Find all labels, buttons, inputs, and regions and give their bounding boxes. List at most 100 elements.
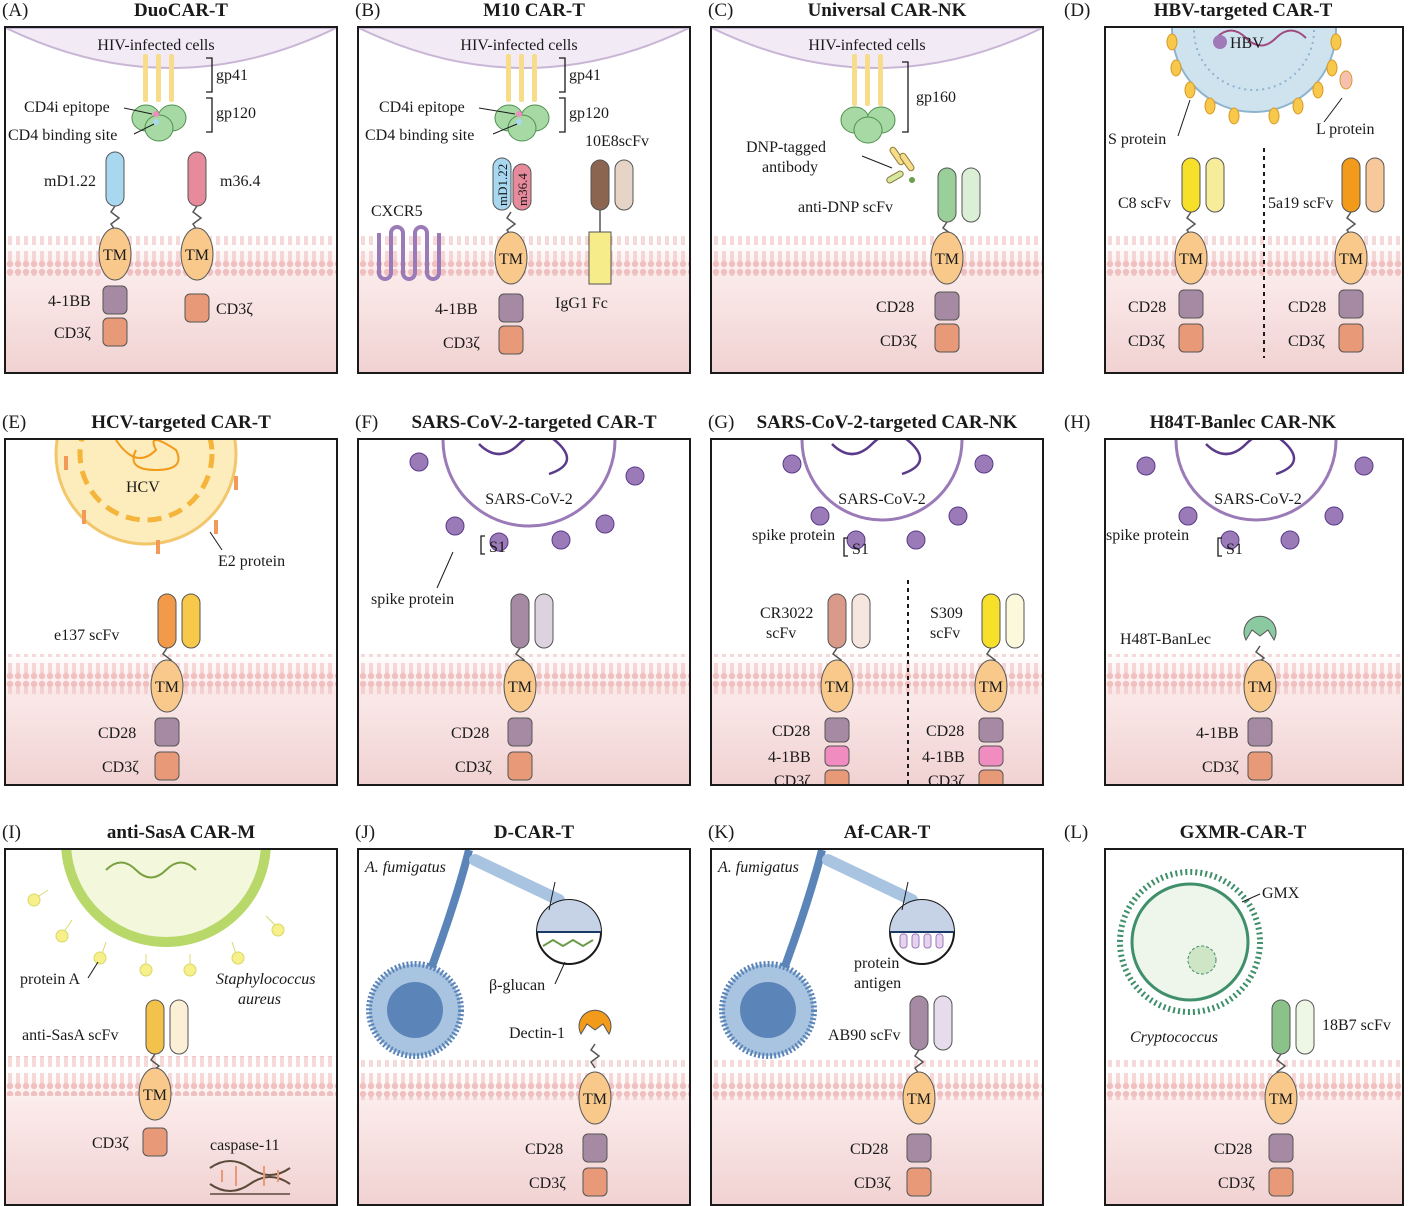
- cd3z-label: CD3ζ: [774, 773, 811, 784]
- panel-l: (L) GXMR-CAR-T GMX Cryptococcus 18B7 scF…: [1064, 822, 1404, 1206]
- hiv-cell-membrane: [6, 28, 336, 69]
- scfv2-label-line1: S309: [930, 605, 963, 622]
- panel-letter: (J): [355, 822, 376, 843]
- antigen-label-line2: antigen: [854, 975, 901, 992]
- spike-label: spike protein: [371, 591, 454, 608]
- caspase-label: caspase-11: [210, 1137, 280, 1154]
- fungus-label: A. fumigatus: [717, 859, 799, 876]
- virus-label: SARS-CoV-2: [838, 491, 925, 508]
- l-protein-label: L protein: [1316, 121, 1375, 138]
- panel-title: SARS-CoV-2-targeted CAR-T: [411, 412, 657, 433]
- target-label: HIV-infected cells: [460, 37, 577, 54]
- scfv1-label: C8 scFv: [1118, 195, 1171, 212]
- cd28-label: CD28: [926, 723, 964, 740]
- cd3z-label: CD3ζ: [443, 335, 480, 352]
- scfv2-label-line2: scFv: [930, 625, 960, 642]
- md122-label: mD1.22: [495, 164, 510, 206]
- gmx-label: GMX: [1262, 885, 1300, 902]
- virus-label: SARS-CoV-2: [1214, 491, 1301, 508]
- panel-e-diagram: HCV E2 protein e137 scFv TM CD28 CD3ζ: [6, 440, 336, 781]
- sars-cov-2-virion: [441, 440, 617, 528]
- cd3z-label: CD3ζ: [1218, 1175, 1255, 1192]
- cd4bs-label: CD4 binding site: [365, 127, 474, 144]
- target-label: HIV-infected cells: [808, 37, 925, 54]
- virus-label: HBV: [1230, 35, 1264, 52]
- hbv-virion: [1171, 28, 1337, 113]
- scfv-label: e137 scFv: [54, 627, 119, 644]
- cd28-label: CD28: [451, 725, 489, 742]
- cd28-label: CD28: [1288, 299, 1326, 316]
- tm-label: TM: [907, 1091, 931, 1108]
- panel-letter: (F): [355, 412, 379, 433]
- hcv-virion: [54, 440, 238, 546]
- panel-title: GXMR-CAR-T: [1179, 822, 1307, 843]
- panel-title: Universal CAR-NK: [807, 0, 967, 21]
- panel-b: (B) M10 CAR-T HIV-infected cells gp41 gp…: [355, 0, 693, 375]
- m364-domain: [512, 163, 532, 211]
- s-protein-label: S protein: [1108, 131, 1166, 148]
- panel-f: (F) SARS-CoV-2-targeted CAR-T SARS-CoV-2…: [355, 412, 693, 787]
- panel-letter: (I): [2, 822, 21, 843]
- fungus-label: A. fumigatus: [364, 859, 446, 876]
- panel-frame: HIV-infected cells gp160 DNP-tagged anti…: [710, 26, 1044, 374]
- panel-letter: (A): [2, 0, 29, 21]
- panel-k: (K) Af-CAR-T A. fumigatus protein antige…: [708, 822, 1046, 1206]
- cd4bs-label: CD4 binding site: [8, 127, 117, 144]
- cd3z-label: CD3ζ: [1288, 333, 1325, 350]
- panel-g-diagram: SARS-CoV-2 S1 spike protein CR3022 scFv …: [712, 440, 1042, 784]
- 41bb-label: 4-1BB: [48, 293, 91, 310]
- panel-title: H84T-Banlec CAR-NK: [1149, 412, 1337, 433]
- cd4i-label: CD4i epitope: [379, 99, 465, 116]
- tm-label: TM: [935, 251, 959, 268]
- scfv2-label: 5a19 scFv: [1268, 195, 1333, 212]
- 41bb-label: 4-1BB: [1196, 725, 1239, 742]
- gxm-capsule: [1117, 869, 1263, 1015]
- cd3z-domain: [102, 317, 128, 347]
- scfv-label: anti-DNP scFv: [798, 199, 893, 216]
- banlec-label: H48T-BanLec: [1120, 631, 1211, 648]
- panel-title: anti-SasA CAR-M: [106, 822, 256, 843]
- dnp-label-line1: DNP-tagged: [746, 139, 826, 156]
- panel-c: (C) Universal CAR-NK HIV-infected cells …: [708, 0, 1046, 375]
- antigen-label-line1: protein: [854, 955, 899, 972]
- cd28-label: CD28: [525, 1141, 563, 1158]
- panel-e: (E) HCV-targeted CAR-T HCV E2 protein e1…: [2, 412, 340, 787]
- tm-label: TM: [185, 247, 209, 264]
- cd28-label: CD28: [850, 1141, 888, 1158]
- tm-label: TM: [499, 251, 523, 268]
- cxcr5-receptor: [377, 225, 441, 281]
- scfv-label: AB90 scFv: [828, 1027, 900, 1044]
- 41bb-label: 4-1BB: [768, 749, 811, 766]
- dna-icon: [209, 1160, 291, 1195]
- tm-label: TM: [1269, 1091, 1293, 1108]
- scfv-label: 18B7 scFv: [1322, 1017, 1391, 1034]
- panel-frame: SARS-CoV-2 S1 spike protein TM CD28 CD3ζ: [357, 438, 691, 786]
- panel-k-diagram: A. fumigatus protein antigen AB90 scFv T…: [712, 850, 1042, 1197]
- panel-j: (J) D-CAR-T A. fumigatus β-glucan Dectin…: [355, 822, 693, 1206]
- igg1-fc: [588, 231, 612, 285]
- dectin-label: Dectin-1: [509, 1025, 565, 1042]
- panel-title: HBV-targeted CAR-T: [1153, 0, 1333, 21]
- panel-a-diagram: HIV-infected cells gp41 gp120 CD4i epito…: [6, 28, 336, 347]
- cd28-label: CD28: [772, 723, 810, 740]
- panel-title: HCV-targeted CAR-T: [91, 412, 271, 433]
- panel-letter: (G): [708, 412, 735, 433]
- cxcr5-label: CXCR5: [371, 203, 423, 220]
- beta-glucan-label: β-glucan: [489, 977, 545, 994]
- e2-protein-label: E2 protein: [218, 553, 285, 570]
- staph-bacterium: [61, 850, 271, 947]
- gp41-label: gp41: [216, 67, 248, 84]
- gp41-label: gp41: [569, 67, 601, 84]
- s1-label: S1: [852, 541, 869, 558]
- cd28-label: CD28: [1128, 299, 1166, 316]
- m364-domain: [187, 151, 207, 207]
- panel-letter: (L): [1064, 822, 1089, 843]
- cd3z-label: CD3ζ: [1202, 759, 1239, 776]
- panel-d: (D) HBV-targeted CAR-T HBV S protein L p…: [1064, 0, 1404, 375]
- tm-label: TM: [103, 247, 127, 264]
- m364-label: m36.4: [220, 173, 260, 190]
- tm-label: TM: [143, 1087, 167, 1104]
- md122-label: mD1.22: [44, 173, 96, 190]
- scfv-label: 10E8scFv: [585, 133, 649, 150]
- panel-frame: A. fumigatus protein antigen AB90 scFv T…: [710, 848, 1044, 1206]
